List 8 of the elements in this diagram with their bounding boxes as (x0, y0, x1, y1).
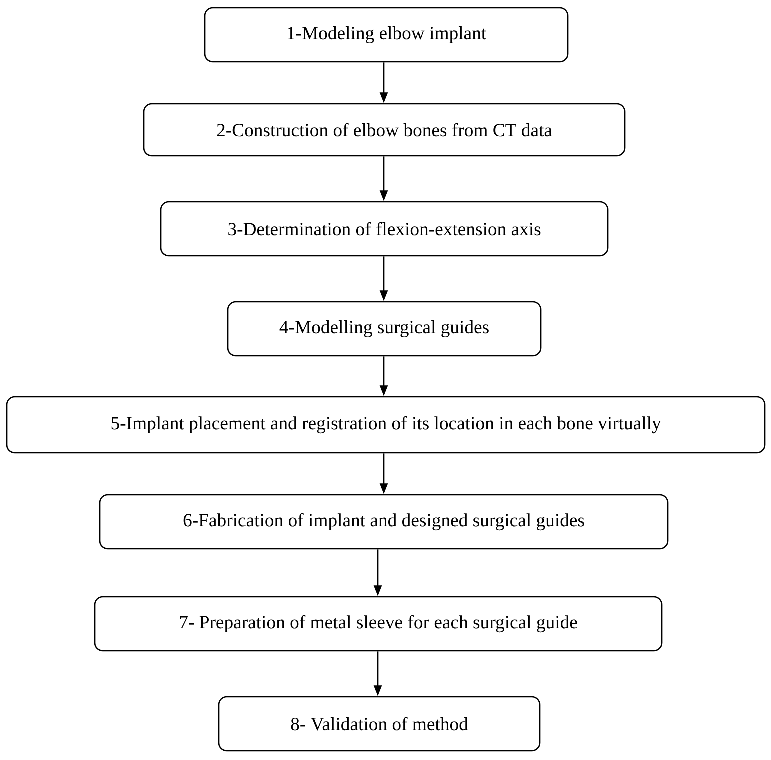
process-box: 5-Implant placement and registration of its location in each bone virtually (6, 396, 766, 454)
process-box: 3-Determination of flexion-extension axis (160, 201, 609, 257)
process-box: 2-Construction of elbow bones from CT data (143, 103, 626, 157)
process-box: 8- Validation of method (218, 696, 541, 752)
process-box: 1-Modeling elbow implant (204, 7, 569, 63)
process-box: 4-Modelling surgical guides (227, 301, 542, 357)
process-box: 7- Preparation of metal sleeve for each surgical guide (94, 596, 663, 652)
process-box: 6-Fabrication of implant and designed surgical guides (99, 494, 669, 550)
